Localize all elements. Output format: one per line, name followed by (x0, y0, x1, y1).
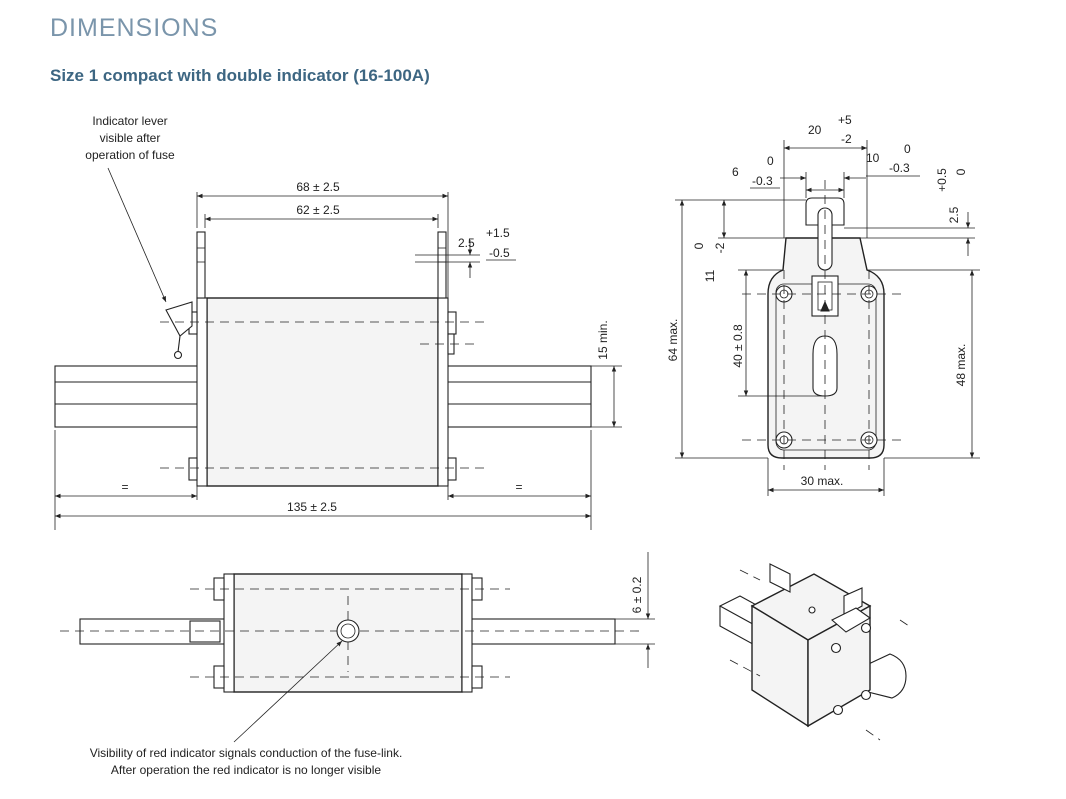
isometric-view (718, 563, 913, 741)
callout-lever-line-3: operation of fuse (85, 148, 175, 162)
dim-0-a: 0 (767, 154, 774, 168)
dim-2-5-side: 2.5 (947, 206, 961, 223)
front-view: 68 ± 2.5 62 ± 2.5 2.5 +1.5 -0.5 15 min. … (54, 114, 622, 530)
right-blade (444, 365, 592, 428)
dim-62: 62 ± 2.5 (296, 203, 340, 217)
callout-indicator-line-1: Visibility of red indicator signals cond… (90, 746, 403, 760)
dim-tol-minus2: -2 (841, 132, 852, 146)
dim-equal-right: = (515, 480, 522, 494)
dim-minus03-b: -0.3 (889, 161, 910, 175)
dim-equal-left: = (121, 480, 128, 494)
dim-tol-plus5: +5 (838, 113, 852, 127)
callout-lever-line-2: visible after (100, 131, 161, 145)
indicator-lever (165, 301, 193, 337)
dim-plus05: +0.5 (935, 168, 949, 192)
dim-minus03-a: -0.3 (752, 174, 773, 188)
dim-tol-minus: -0.5 (489, 246, 510, 260)
page-title: DIMENSIONS (50, 14, 219, 42)
dim-0-d: 0 (692, 242, 706, 249)
callout-indicator-line-2: After operation the red indicator is no … (111, 763, 381, 777)
dim-10: 10 (866, 151, 880, 165)
dim-20: 20 (808, 123, 822, 137)
dim-2-5: 2.5 (458, 236, 475, 250)
dim-15-min: 15 min. (596, 320, 610, 359)
page-subtitle: Size 1 compact with double indicator (16… (50, 66, 430, 85)
callout-lever-line-1: Indicator lever (92, 114, 167, 128)
dim-135: 135 ± 2.5 (287, 500, 337, 514)
dim-48-max: 48 max. (954, 344, 968, 387)
dim-6-02: 6 ± 0.2 (630, 576, 644, 613)
red-indicator-window (336, 619, 360, 643)
fuse-body-front (206, 297, 439, 487)
dim-minus2: -2 (713, 242, 727, 253)
dim-68: 68 ± 2.5 (296, 180, 340, 194)
dim-64-max: 64 max. (666, 319, 680, 362)
side-view: 20 +5 -2 6 0 -0.3 10 0 -0.3 +0.5 0 2.5 0… (666, 113, 980, 496)
top-view: 6 ± 0.2 Visibility of red indicator sign… (60, 552, 655, 777)
dim-0-c: 0 (954, 168, 968, 175)
dim-40: 40 ± 0.8 (731, 324, 745, 368)
dim-tol-plus: +1.5 (486, 226, 510, 240)
dim-11: 11 (703, 269, 717, 282)
dim-30-max: 30 max. (801, 474, 844, 488)
dim-6: 6 (732, 165, 739, 179)
left-blade (54, 365, 201, 428)
dim-0-b: 0 (904, 142, 911, 156)
